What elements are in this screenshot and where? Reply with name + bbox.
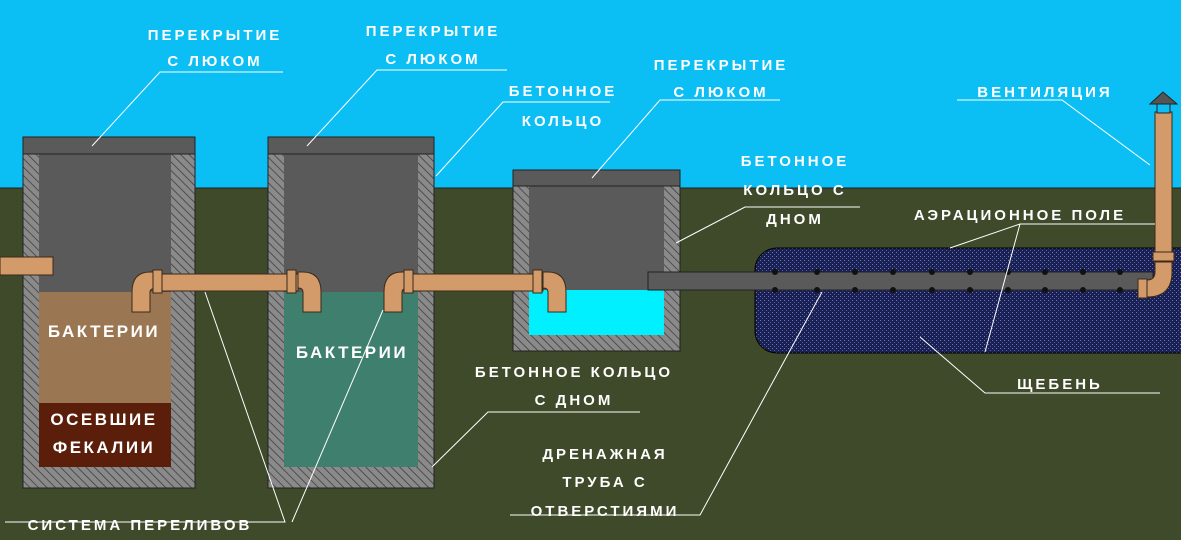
inlet-pipe (0, 256, 54, 276)
drain-pipe-label-3: ОТВЕРСТИЯМИ (531, 503, 680, 520)
drain-pipe (647, 271, 1154, 291)
leader-lines (5, 69, 1160, 523)
ring-bottom-right-label-1: БЕТОННОЕ (741, 153, 850, 170)
cover-slab (267, 136, 435, 155)
cover-slab (512, 169, 681, 187)
tank1-bacteria-label: БАКТЕРИИ (48, 322, 160, 341)
ventilation-label: ВЕНТИЛЯЦИЯ (977, 84, 1112, 101)
bacteria-layer (284, 292, 418, 467)
tank-2: БАКТЕРИИ (267, 136, 435, 489)
cover2-label-2: С ЛЮКОМ (385, 51, 480, 68)
drain-pipe-label-1: ДРЕНАЖНАЯ (542, 446, 667, 463)
tank2-bacteria-label: БАКТЕРИИ (296, 343, 408, 362)
ring-bottom-mid-label-1: БЕТОННОЕ КОЛЬЦО (475, 364, 673, 381)
aeration-field-label: АЭРАЦИОННОЕ ПОЛЕ (914, 207, 1126, 224)
overflow-pipes (0, 256, 567, 313)
tank-1: БАКТЕРИИ ОСЕВШИЕ ФЕКАЛИИ (22, 136, 196, 489)
drain-holes (772, 269, 1123, 293)
ring-label-2: КОЛЬЦО (522, 113, 604, 130)
ring-bottom-mid-label-2: С ДНОМ (535, 392, 614, 409)
sediment-layer (39, 403, 171, 467)
aeration-field-gravel (754, 247, 1181, 354)
tank-3 (512, 169, 681, 352)
gravel-label: ЩЕБЕНЬ (1017, 376, 1103, 393)
sky (0, 0, 1181, 188)
cover3-label-2: С ЛЮКОМ (673, 84, 768, 101)
cover3-label-1: ПЕРЕКРЫТИЕ (654, 57, 789, 74)
ring-bottom-right-label-2: КОЛЬЦО С (743, 182, 846, 199)
drain-pipe-label-2: ТРУБА С (562, 474, 647, 491)
ring-bottom-right-label-3: ДНОМ (766, 211, 824, 228)
vent-cap-icon (1148, 91, 1179, 105)
cover1-label-2: С ЛЮКОМ (167, 53, 262, 70)
ring-label-1: БЕТОННОЕ (509, 83, 618, 100)
cover1-label-1: ПЕРЕКРЫТИЕ (148, 27, 283, 44)
overflow-system-label: СИСТЕМА ПЕРЕЛИВОВ (28, 517, 253, 534)
bacteria-layer (39, 292, 171, 403)
sediment-label-line1: ОСЕВШИЕ (50, 410, 157, 429)
cover2-label-1: ПЕРЕКРЫТИЕ (366, 23, 501, 40)
ventilation-pipe (1137, 91, 1179, 299)
sediment-label-line2: ФЕКАЛИИ (53, 438, 156, 457)
cover-slab (22, 136, 196, 155)
